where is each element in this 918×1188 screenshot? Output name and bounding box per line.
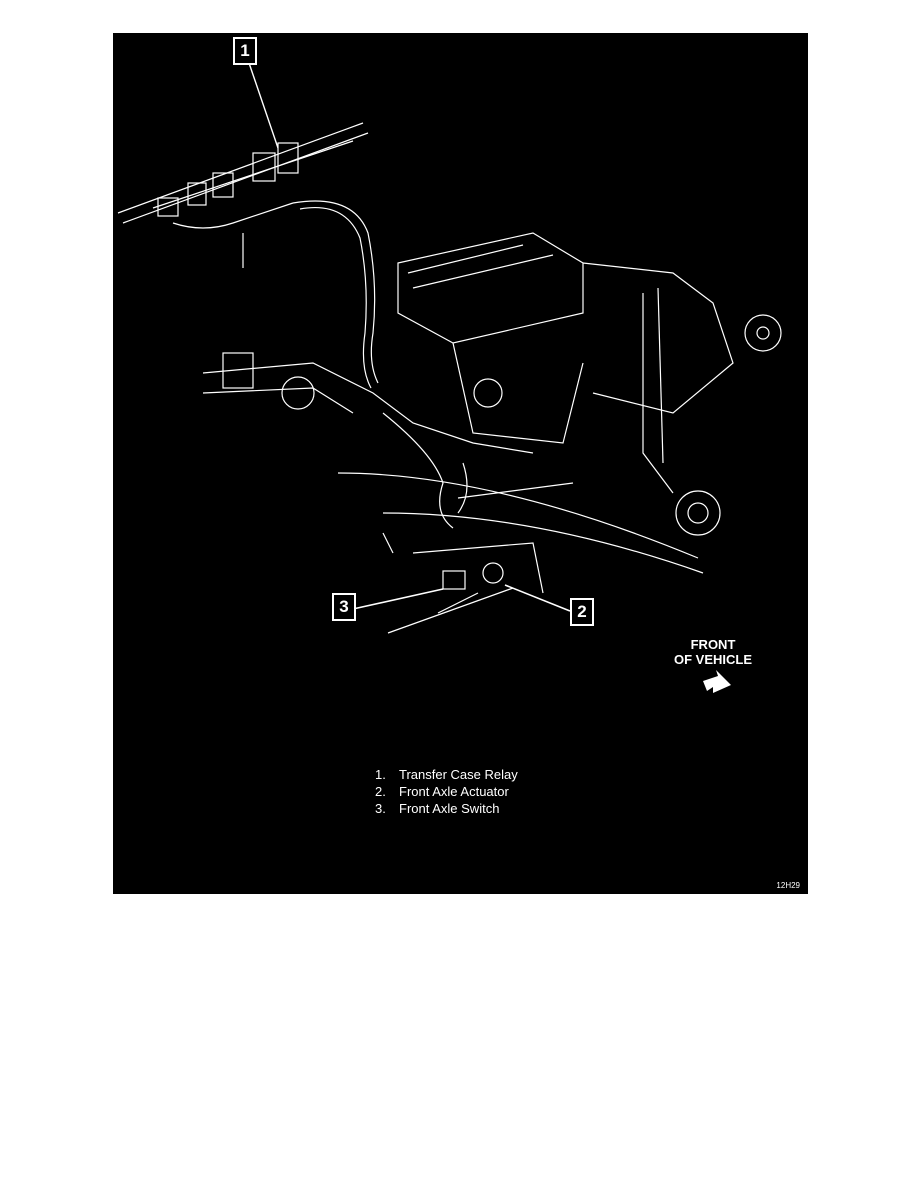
diagram-panel: 1 2 3 FRONT OF VEHICLE 1.Transfer Case R…: [113, 33, 808, 894]
legend-item: 1.Transfer Case Relay: [375, 767, 518, 782]
front-of-vehicle-label: FRONT OF VEHICLE: [668, 637, 758, 667]
callout-3: 3: [332, 593, 356, 621]
legend-item: 3.Front Axle Switch: [375, 801, 500, 816]
callout-2: 2: [570, 598, 594, 626]
arrow-right-down-icon: [703, 670, 731, 693]
front-label-line1: FRONT: [690, 637, 736, 652]
legend: 1.Transfer Case Relay 2.Front Axle Actua…: [375, 766, 518, 817]
engine-line-art: [117, 59, 782, 693]
legend-item: 2.Front Axle Actuator: [375, 784, 509, 799]
callout-1: 1: [233, 37, 257, 65]
front-label-line2: OF VEHICLE: [673, 652, 752, 667]
figure-id: 12H29: [776, 881, 800, 890]
